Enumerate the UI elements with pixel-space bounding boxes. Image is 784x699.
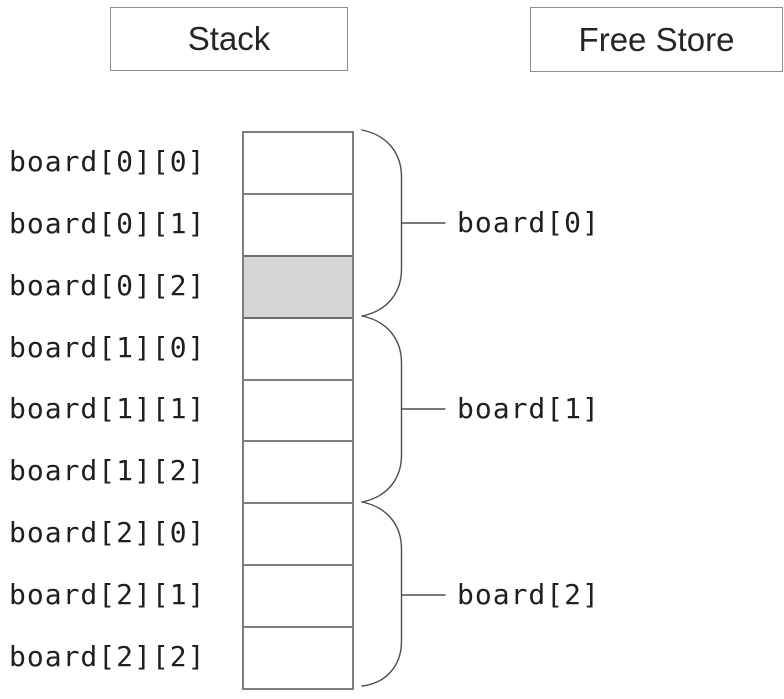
stack-header-label: Stack [187,20,271,57]
cell-label-board-2-0: board[2][0] [9,516,206,549]
cell-label-board-1-1: board[1][1] [9,392,206,425]
brace-board-2 [361,501,403,687]
free-store-header-box: Free Store [530,7,783,72]
cell-label-board-1-2: board[1][2] [9,454,206,487]
cell-label-board-0-2: board[0][2] [9,269,206,302]
free-store-header-label: Free Store [578,20,735,58]
cell-label-board-2-2: board[2][2] [9,640,206,673]
cell-label-board-2-1: board[2][1] [9,578,206,611]
group-label-board-1: board[1] [457,392,600,425]
memory-cell-board-1-1 [244,378,352,441]
memory-cell-board-0-1 [244,192,352,255]
stack-header-box: Stack [110,7,348,71]
memory-cell-board-2-1 [244,564,352,627]
cell-label-board-0-0: board[0][0] [9,145,206,178]
memory-cell-board-0-2-shaded [244,254,352,317]
cell-label-board-1-0: board[1][0] [9,331,206,364]
group-label-board-0: board[0] [457,206,600,239]
memory-cell-board-2-2 [244,626,352,689]
brace-board-1 [361,315,403,503]
memory-cell-board-1-0 [244,316,352,379]
memory-cell-board-2-0 [244,502,352,565]
cell-label-board-0-1: board[0][1] [9,207,206,240]
memory-cell-board-1-2 [244,440,352,503]
memory-cell-board-0-0 [244,133,352,193]
stack-memory-column [242,131,354,690]
brace-board-0 [361,129,403,317]
group-label-board-2: board[2] [457,578,600,611]
